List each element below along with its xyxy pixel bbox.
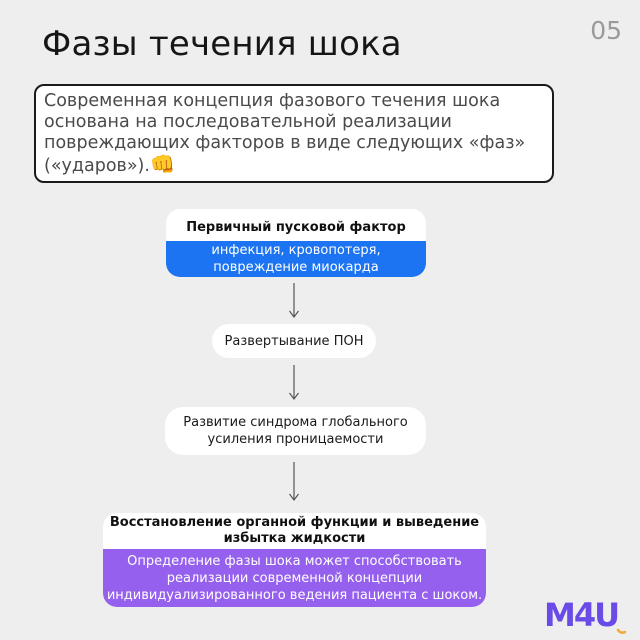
page-title: Фазы течения шока — [42, 24, 402, 64]
step-pon-pill: Развертывание ПОН — [212, 324, 376, 358]
arrow-down-icon — [289, 283, 299, 318]
step-recovery-card: Восстановление органной функции и выведе… — [103, 513, 486, 607]
intro-line: основана на последовательной реализации — [44, 112, 452, 132]
step-recovery-line: реализации современной концепции — [166, 571, 423, 586]
arrow-down-icon — [289, 462, 299, 501]
step-trigger-card: Первичный пусковой фактор инфекция, кров… — [166, 209, 426, 277]
step-trigger-line: повреждение миокарда — [213, 260, 379, 275]
fist-icon: 👊 — [149, 152, 175, 176]
step-trigger-line: инфекция, кровопотеря, — [211, 243, 381, 258]
m4u-logo: M4U — [544, 596, 627, 634]
intro-line-text: («ударов»). — [44, 156, 150, 176]
logo-text: M4U — [544, 596, 618, 634]
step-trigger-title: Первичный пусковой фактор — [186, 220, 406, 235]
step-recovery-line: индивидуализированного ведения пациента … — [106, 588, 483, 603]
step-recovery-title-line: избытка жидкости — [223, 531, 366, 546]
step-recovery-body: Определение фазы шока может способствова… — [103, 549, 486, 607]
step-permeability-line: Развитие синдрома глобального — [183, 415, 408, 430]
step-permeability-line: усиления проницаемости — [207, 432, 384, 447]
step-recovery-title-line: Восстановление органной функции и выведе… — [109, 515, 480, 530]
step-recovery-line: Определение фазы шока может способствова… — [127, 554, 462, 569]
intro-line: («ударов»).👊 — [44, 154, 544, 177]
step-recovery-title: Восстановление органной функции и выведе… — [103, 513, 486, 549]
intro-line: Современная концепция фазового течения ш… — [44, 91, 501, 111]
step-trigger-body: инфекция, кровопотеря, повреждение миока… — [166, 241, 426, 277]
intro-box: Современная концепция фазового течения ш… — [34, 84, 554, 183]
step-permeability-pill: Развитие синдрома глобального усиления п… — [165, 407, 426, 455]
page-number: 05 — [590, 16, 622, 45]
intro-line: повреждающих факторов в виде следующих «… — [44, 133, 526, 153]
arrow-down-icon — [289, 365, 299, 400]
